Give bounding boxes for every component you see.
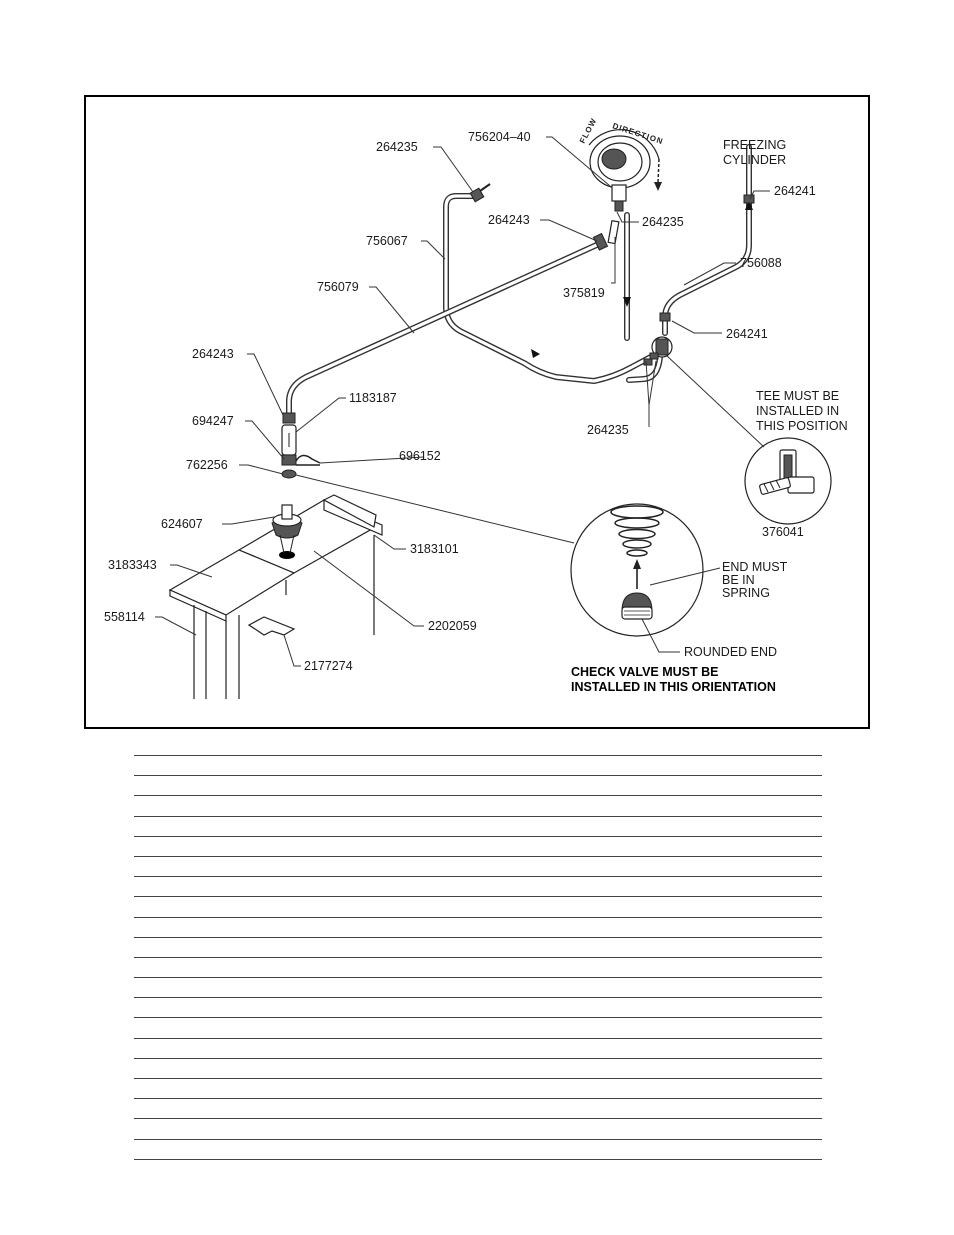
note-line (134, 876, 822, 896)
pump-icon (589, 135, 651, 212)
end-note-line-1: END MUST (722, 560, 788, 574)
end-note-line-3: SPRING (722, 586, 770, 600)
notes-lines (134, 755, 822, 1179)
note-line (134, 1078, 822, 1098)
label-558114: 558114 (104, 610, 145, 624)
label-264235-top: 264235 (376, 140, 418, 154)
label-762256: 762256 (186, 458, 228, 472)
label-264241-top: 264241 (774, 184, 816, 198)
note-line (134, 1057, 822, 1078)
note-line (134, 997, 822, 1017)
note-line (134, 936, 822, 957)
note-line (134, 1158, 822, 1179)
label-1183187: 1183187 (349, 391, 397, 405)
label-756088: 756088 (740, 256, 782, 270)
label-3183343: 3183343 (108, 558, 157, 572)
note-line (134, 1098, 822, 1118)
label-694247: 694247 (192, 414, 234, 428)
label-696152: 696152 (399, 449, 441, 463)
check-valve-note-line-1: CHECK VALVE MUST BE (571, 665, 718, 679)
tee-note-line-3: THIS POSITION (756, 419, 848, 433)
note-line (134, 775, 822, 795)
note-line (134, 1017, 822, 1037)
note-line (134, 896, 822, 916)
note-line (134, 795, 822, 815)
note-line (134, 1138, 822, 1159)
check-valve-detail-icon (570, 503, 704, 637)
label-756204: 756204–40 (468, 130, 531, 144)
note-line (134, 855, 822, 876)
label-2177274: 2177274 (304, 659, 353, 673)
leader-lines (155, 136, 770, 667)
label-3183101: 3183101 (410, 542, 459, 556)
exploded-parts-diagram: FLOW DIRECTION (84, 95, 870, 729)
label-624607: 624607 (161, 517, 203, 531)
note-line (134, 1037, 822, 1058)
tee-note-line-1: TEE MUST BE (756, 389, 839, 403)
cylinder-label: CYLINDER (723, 153, 786, 167)
note-line (134, 815, 822, 836)
note-line (134, 1118, 822, 1138)
tee-detail-icon (744, 437, 832, 525)
check-valve-note-line-2: INSTALLED IN THIS ORIENTATION (571, 680, 776, 694)
cabinet-icon (168, 494, 383, 699)
label-264243-top: 264243 (488, 213, 530, 227)
label-756079: 756079 (317, 280, 359, 294)
label-264235-bottom: 264235 (587, 423, 629, 437)
note-line (134, 755, 822, 775)
note-line (134, 977, 822, 997)
label-2202059: 2202059 (428, 619, 477, 633)
fittings (281, 183, 755, 479)
label-264243-left: 264243 (192, 347, 234, 361)
end-note-line-2: BE IN (722, 573, 755, 587)
rounded-end-label: ROUNDED END (684, 645, 777, 659)
part-labels: 264235 756204–40 264243 264235 756067 37… (104, 130, 848, 694)
freezing-label: FREEZING (723, 138, 786, 152)
label-264241-mid: 264241 (726, 327, 768, 341)
note-line (134, 956, 822, 977)
note-line (134, 916, 822, 937)
label-264235-right: 264235 (642, 215, 684, 229)
label-756067: 756067 (366, 234, 408, 248)
diagram-frame: FLOW DIRECTION (84, 95, 870, 729)
tee-note-line-2: INSTALLED IN (756, 404, 839, 418)
note-line (134, 835, 822, 856)
label-376041: 376041 (762, 525, 804, 539)
label-375819: 375819 (563, 286, 605, 300)
